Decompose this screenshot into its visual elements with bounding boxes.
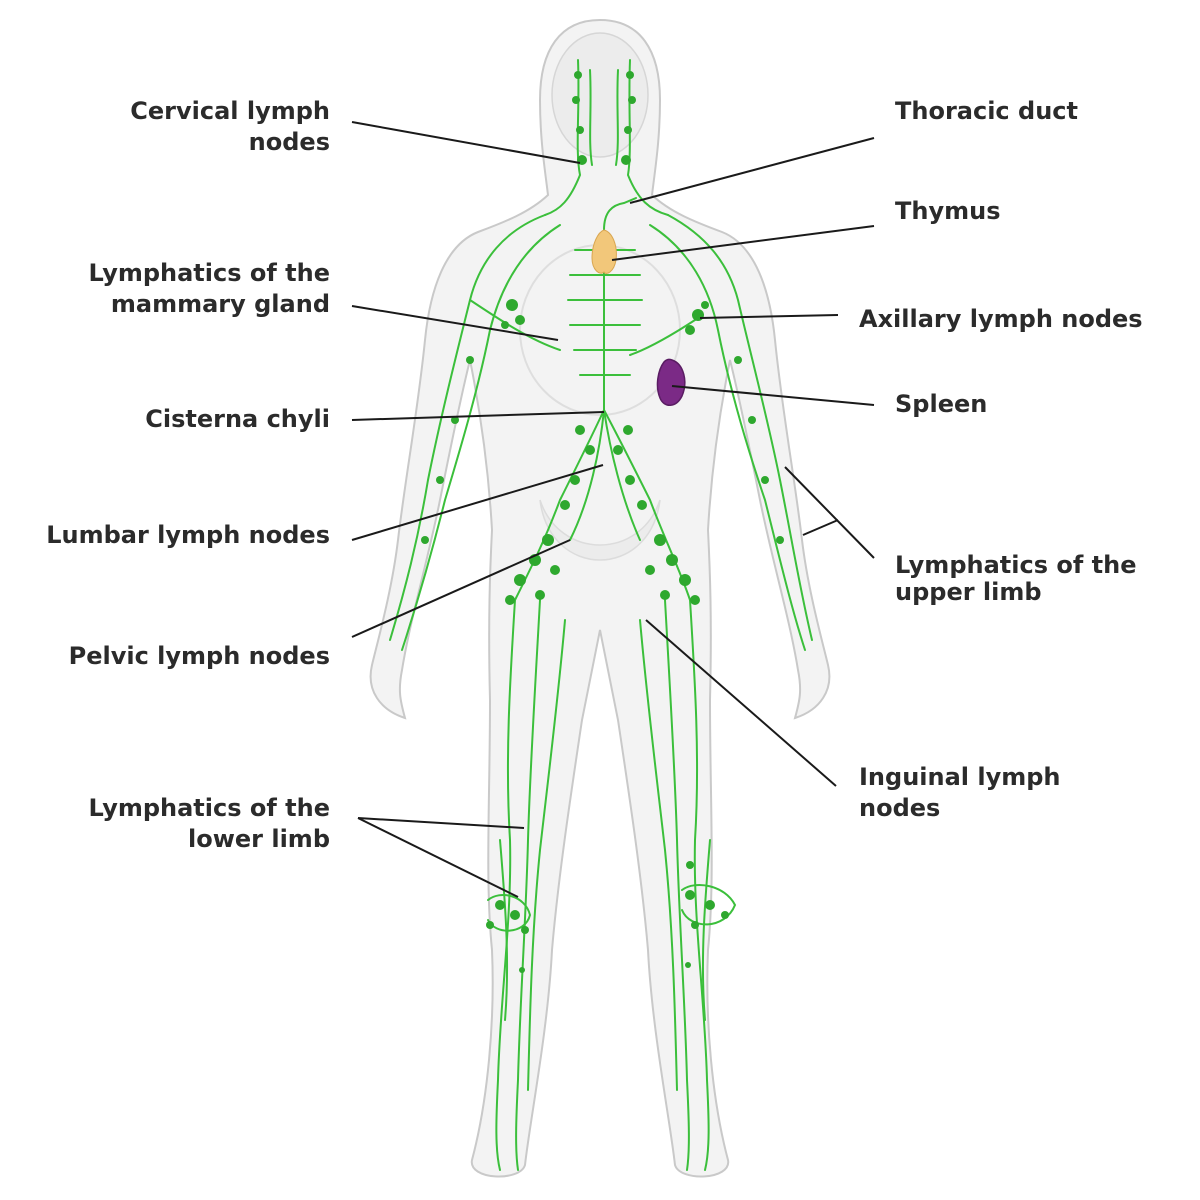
leader-axillary — [699, 314, 839, 319]
label-inguinal-lymph-nodes: Inguinal lymph nodes — [859, 763, 1061, 822]
leader-thymus — [611, 225, 875, 261]
label-lumbar-lymph-nodes: Lumbar lymph nodes — [46, 521, 330, 549]
thymus-organ — [591, 229, 617, 274]
leader-upper-limb-2 — [802, 519, 839, 536]
label-mammary-lymphatics: Lymphatics of the mammary gland — [88, 259, 330, 318]
label-axillary-lymph-nodes: Axillary lymph nodes — [859, 305, 1143, 333]
leader-lower-limb-1 — [357, 817, 525, 829]
label-cisterna-chyli: Cisterna chyli — [145, 405, 330, 433]
leader-cisterna — [351, 411, 605, 421]
label-lower-limb-lymphatics: Lymphatics of the lower limb — [88, 794, 330, 853]
leader-thoracic — [629, 137, 875, 204]
label-pelvic-lymph-nodes: Pelvic lymph nodes — [68, 642, 330, 670]
leader-pelvic — [351, 539, 571, 638]
leader-inguinal — [645, 619, 837, 787]
leader-cervical — [351, 121, 581, 164]
leader-lines — [351, 121, 875, 898]
lymph-vessel-network — [389, 59, 813, 1171]
label-cervical-lymph-nodes: Cervical lymph nodes — [130, 97, 330, 156]
leader-lumbar — [351, 464, 604, 541]
pelvis-shape — [539, 499, 661, 561]
head-shape — [551, 32, 649, 158]
leader-upper-limb-1 — [784, 466, 875, 559]
lymph-node-cluster — [421, 71, 784, 973]
label-thymus: Thymus — [895, 197, 1001, 225]
label-spleen: Spleen — [895, 390, 988, 418]
leader-spleen — [671, 385, 875, 406]
label-thoracic-duct: Thoracic duct — [895, 97, 1078, 125]
leader-lower-limb-2 — [357, 817, 519, 898]
label-upper-limb-lymphatics: Lymphatics of the upper limb — [895, 551, 1137, 606]
spleen-organ — [656, 358, 686, 406]
leader-mammary — [351, 305, 559, 341]
